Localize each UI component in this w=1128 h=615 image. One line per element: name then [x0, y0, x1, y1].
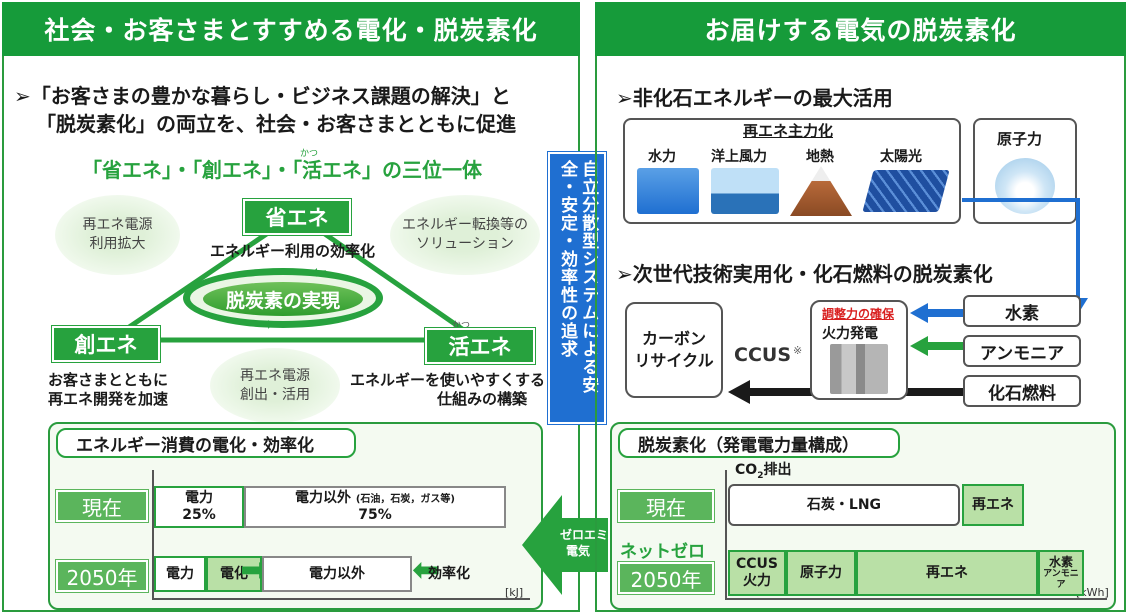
- carbon-recycle-box: カーボン リサイクル: [625, 302, 723, 398]
- now-elec-seg: 電力 25%: [154, 486, 244, 528]
- f-hydrogen-label2: アンモニア: [1043, 569, 1079, 591]
- consumption-unit: [kJ]: [505, 586, 524, 599]
- now-other-pct: 75%: [358, 507, 392, 523]
- co2-text: CO: [735, 462, 758, 478]
- offshore-label: 洋上風力: [711, 149, 767, 165]
- consumption-row-now: 現在: [56, 490, 148, 522]
- co2-suffix: 排出: [763, 462, 792, 478]
- katsuene-desc2: 仕組みの構築: [437, 390, 528, 408]
- middle-vertical-text: 自立分散型システムによる安全・安定・効率性の追求: [557, 160, 599, 394]
- now-other-seg: 電力以外 (石油，石炭，ガス等) 75%: [244, 486, 506, 528]
- katsuene-desc1: エネルギーを使いやすくする: [350, 371, 546, 389]
- f-ccus-seg: CCUS 火力: [728, 550, 786, 596]
- consumption-y-axis: [152, 470, 154, 600]
- f-elec-seg: 電力: [154, 556, 206, 592]
- co2-sub: 2: [757, 470, 764, 481]
- now-coal-seg: 石炭・LNG: [728, 484, 960, 526]
- ccus-label: CCUS: [734, 344, 791, 366]
- thermal-label: 火力発電: [822, 326, 878, 342]
- f-other-seg: 電力以外: [262, 556, 412, 592]
- center-oval: 脱炭素の実現: [203, 282, 363, 316]
- right-header: お届けする電気の脱炭素化: [595, 2, 1126, 56]
- blob-energy-solution: エネルギー転換等の ソリューション: [390, 195, 540, 275]
- f-renew-seg: 再エネ: [856, 550, 1038, 596]
- now-other-note: (石油，石炭，ガス等): [355, 494, 455, 506]
- hydro-label: 水力: [648, 149, 676, 165]
- left-header: 社会・お客さまとすすめる電化・脱炭素化: [2, 2, 580, 56]
- now-elec-pct: 25%: [182, 507, 216, 523]
- blob-renewable-use: 再エネ電源 利用拡大: [55, 195, 180, 275]
- right-panel-frame: [595, 56, 1126, 612]
- renewable-main-label: 再エネ主力化: [743, 122, 834, 140]
- katsuene-box: 活エネ: [425, 328, 535, 364]
- ammonia-box: アンモニア: [963, 335, 1081, 367]
- souene-box: 創エネ: [52, 326, 160, 362]
- triangle-diagram: [101, 210, 487, 343]
- f-nuclear-seg: 原子力: [786, 550, 856, 596]
- now-elec-label: 電力: [185, 490, 213, 507]
- ccus-mark: ※: [793, 344, 803, 357]
- consumption-row-2050: 2050年: [56, 560, 148, 592]
- now-renew-seg: 再エネ: [962, 484, 1024, 526]
- generation-x-axis: [725, 598, 1107, 600]
- shoene-box: 省エネ: [243, 199, 351, 235]
- f-hydrogen-label1: 水素: [1048, 555, 1073, 569]
- generation-row-nz: ネットゼロ: [620, 542, 705, 562]
- generation-unit: [kWh]: [1076, 586, 1109, 599]
- f-efficiency-seg: 効率化: [428, 565, 470, 582]
- trinity-heading: 「省エネ」・「創エネ」・「活エネ」の三位一体: [82, 158, 482, 182]
- green-arrows: [910, 336, 966, 356]
- zero-emission-arrow: [522, 495, 608, 595]
- f-hydrogen-seg: 水素 アンモニア: [1038, 550, 1084, 596]
- left-bullet-line2: 「脱炭素化」の両立を、社会・お客さまとともに促進: [36, 112, 516, 136]
- generation-row-now: 現在: [618, 490, 714, 522]
- trinity-ruby: かつ: [300, 149, 319, 159]
- solar-label: 太陽光: [880, 149, 922, 165]
- hydrogen-box: 水素: [963, 295, 1081, 327]
- katsuene-ruby: かつ: [452, 321, 471, 331]
- cycle-arrow-top-icon: ⬅: [312, 262, 328, 283]
- left-bullet-line1: ➢「お客さまの豊かな暮らし・ビジネス課題の解決」と: [14, 84, 511, 108]
- solar-panel-icon: [862, 170, 950, 212]
- consumption-x-axis: [152, 598, 530, 600]
- right-bullet1: ➢非化石エネルギーの最大活用: [616, 86, 893, 110]
- thermal-plant-icon: [830, 344, 888, 394]
- co2-label: CO2排出: [735, 459, 791, 481]
- nuclear-label: 原子力: [997, 130, 1043, 148]
- generation-y-axis: [725, 470, 727, 600]
- consumption-title: エネルギー消費の電化・効率化: [56, 428, 356, 458]
- f-electrify-seg: 電化: [206, 556, 262, 592]
- cycle-arrow-bottom-icon: ➡: [258, 314, 274, 335]
- now-other-label: 電力以外: [294, 490, 351, 507]
- geothermal-label: 地熱: [806, 149, 834, 165]
- nuclear-plant-icon: [995, 158, 1055, 214]
- right-bullet2: ➢次世代技術実用化・化石燃料の脱炭素化: [616, 262, 993, 286]
- generation-title: 脱炭素化（発電電力量構成）: [618, 428, 900, 458]
- carbon-label1: カーボン: [641, 328, 706, 348]
- souene-desc1: お客さまとともに: [48, 371, 169, 389]
- souene-desc2: 再エネ開発を加速: [48, 390, 169, 408]
- zero-emission-label2: 電気: [566, 544, 591, 558]
- offshore-wind-icon: [711, 168, 779, 214]
- carbon-label2: リサイクル: [634, 351, 714, 370]
- f-ccus-label2: 火力: [743, 573, 771, 589]
- efficiency-arrow-icon: ⬅: [412, 550, 441, 590]
- generation-row-2050: 2050年: [618, 562, 714, 594]
- f-ccus-label1: CCUS: [736, 556, 778, 573]
- blue-hydrogen-arrow: [910, 303, 966, 323]
- shoene-desc: エネルギー利用の効率化: [210, 242, 376, 260]
- adjust-label: 調整力の確保: [822, 307, 895, 321]
- fossil-box: 化石燃料: [963, 375, 1081, 407]
- blob-renewable-create: 再エネ電源 創出・活用: [210, 348, 340, 423]
- hydro-icon: [637, 168, 699, 214]
